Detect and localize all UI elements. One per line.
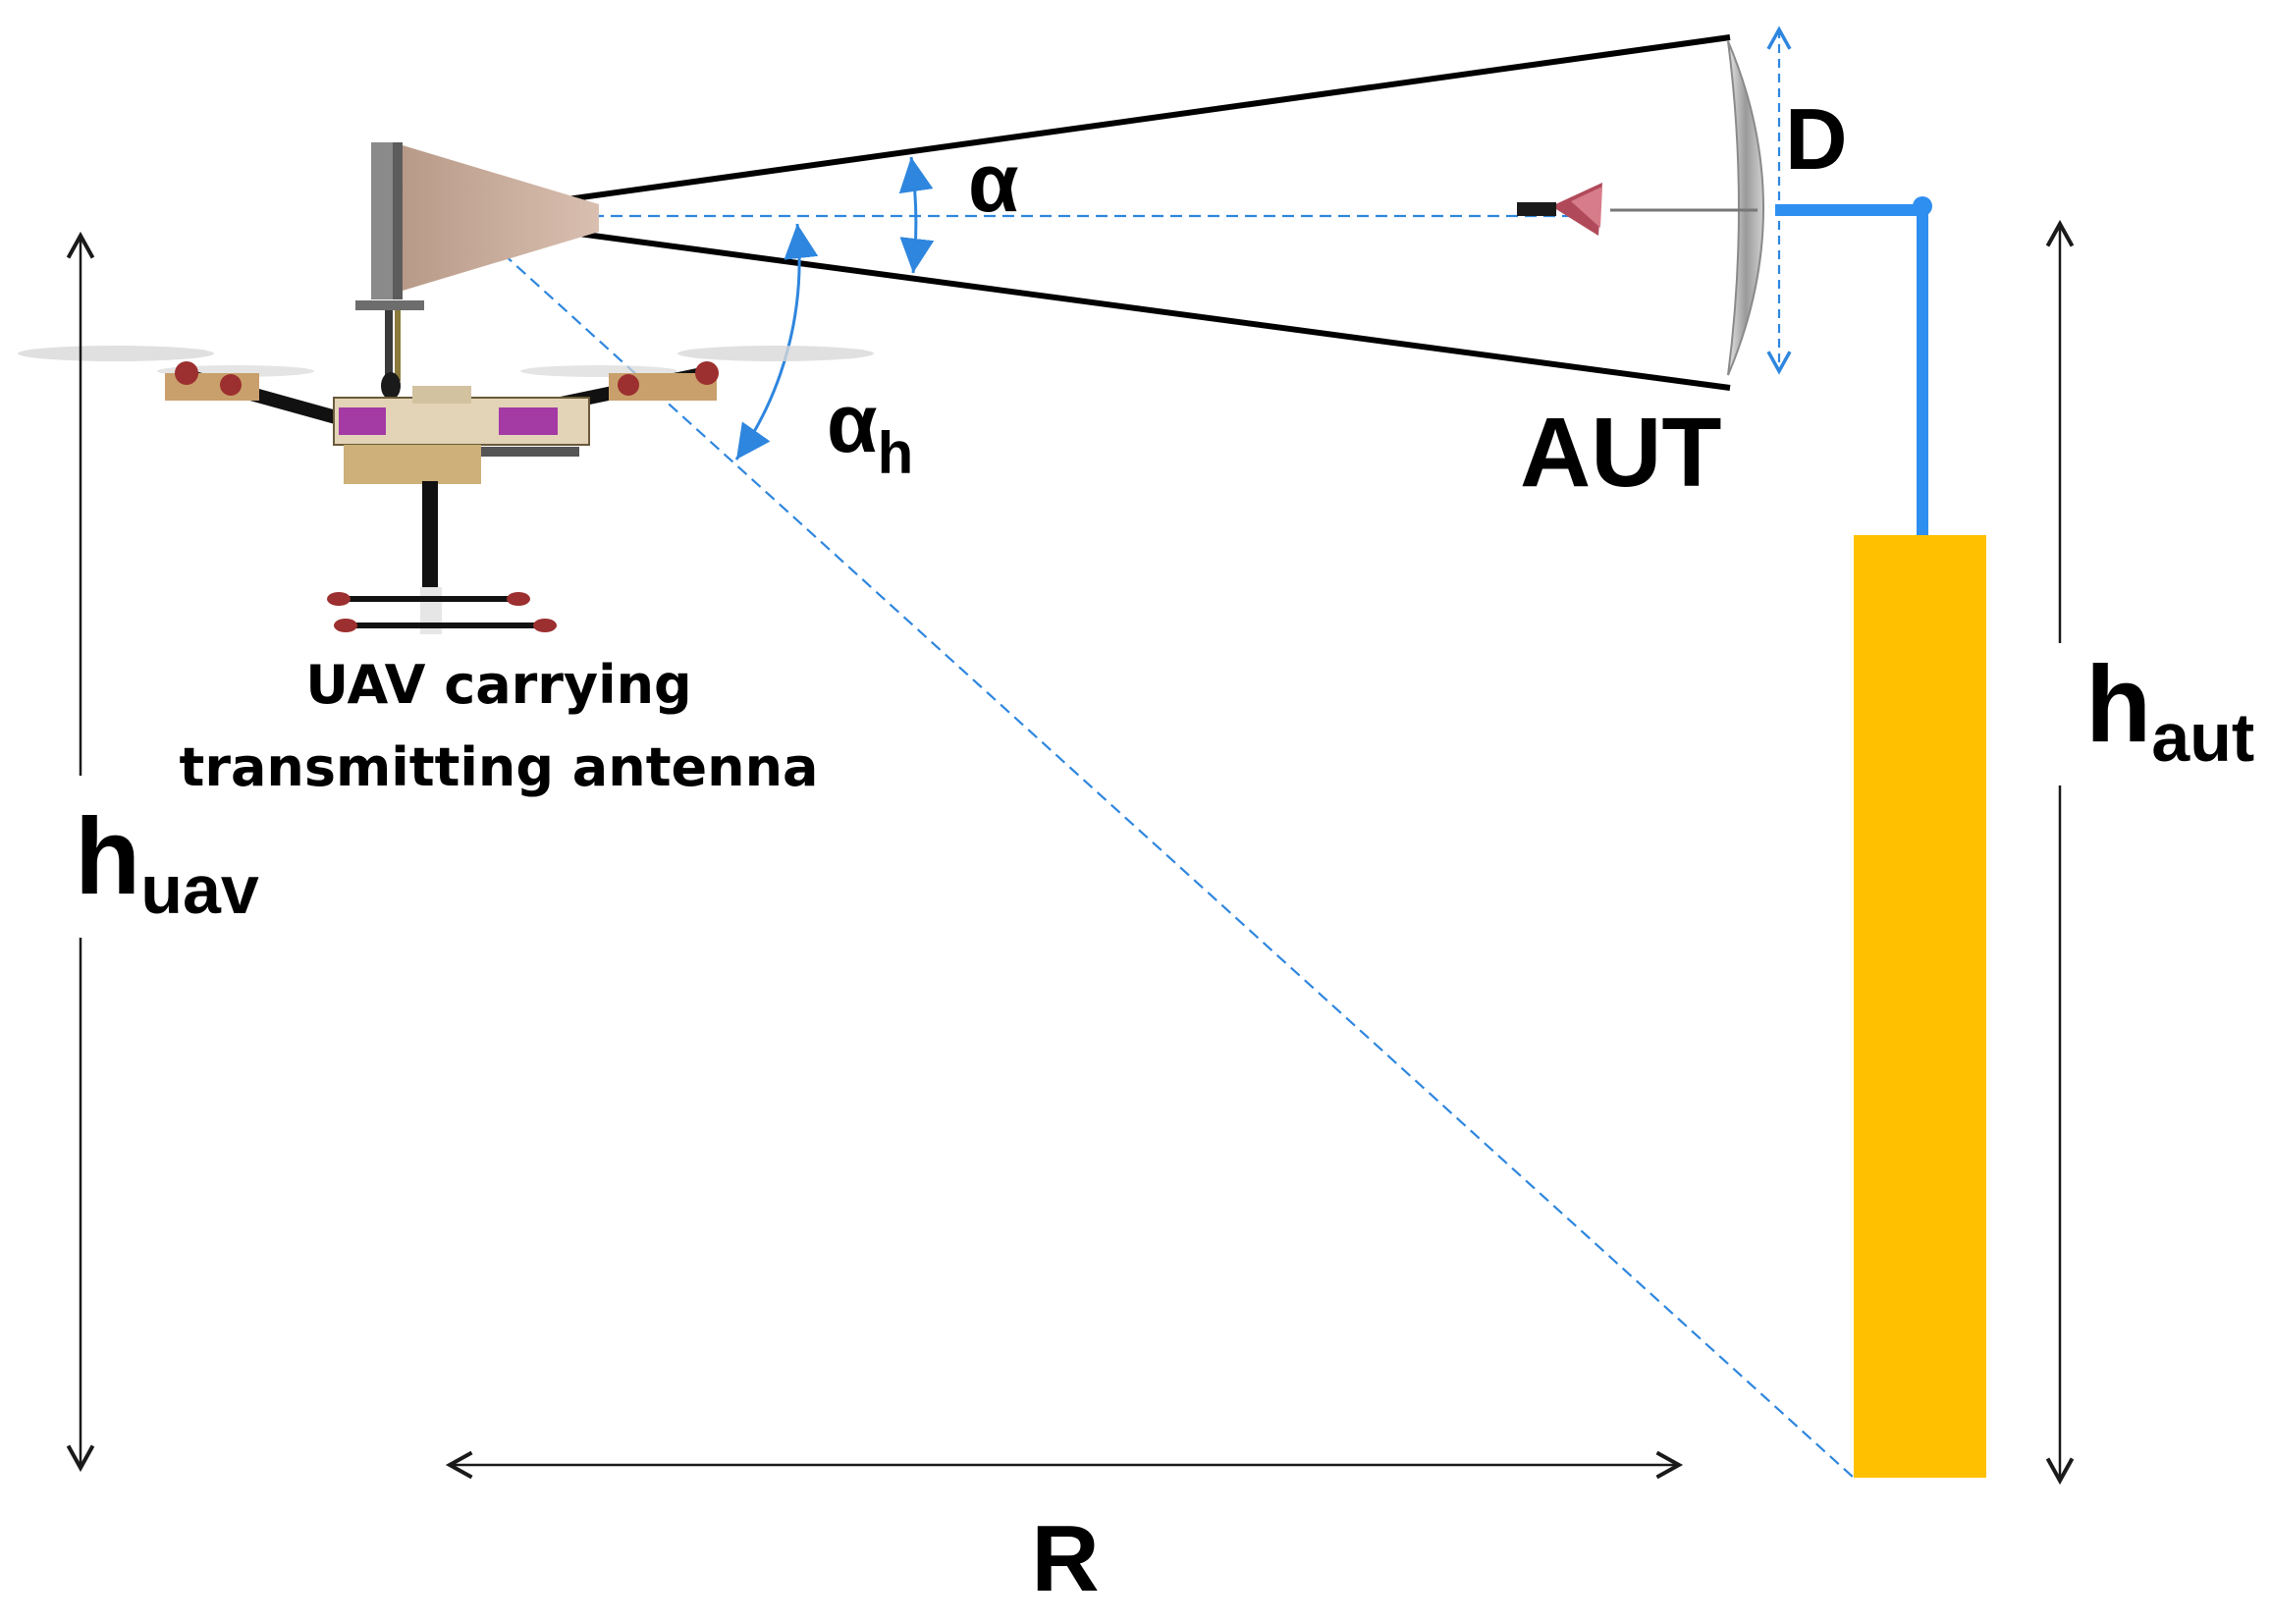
diameter-label: D [1785,90,1848,188]
slant-dashed-line [460,215,1855,1479]
uav-caption-line-2: transmitting antenna [180,736,819,798]
horn-antenna-icon [371,142,599,299]
uav-caption-line-1: UAV carrying [305,654,691,716]
range-label: R [1031,1506,1099,1611]
h-uav-label: huav [75,796,259,928]
aut-tower [1854,535,1986,1478]
dish-feed-icon [1517,183,1602,236]
aut-mast-arm [1775,204,1928,535]
h-aut-label: haut [2085,644,2254,776]
beam-lower-edge [460,215,1731,391]
mast-joint [1913,196,1932,216]
quadcopter-drone-icon [18,300,874,634]
alpha-angle-arc [898,156,935,274]
beam-upper-edge [460,34,1731,217]
alpha-h-label: αh [827,377,913,486]
parabolic-dish-icon [1610,40,1764,376]
alpha-label: α [968,136,1019,229]
aut-label: AUT [1520,398,1722,508]
